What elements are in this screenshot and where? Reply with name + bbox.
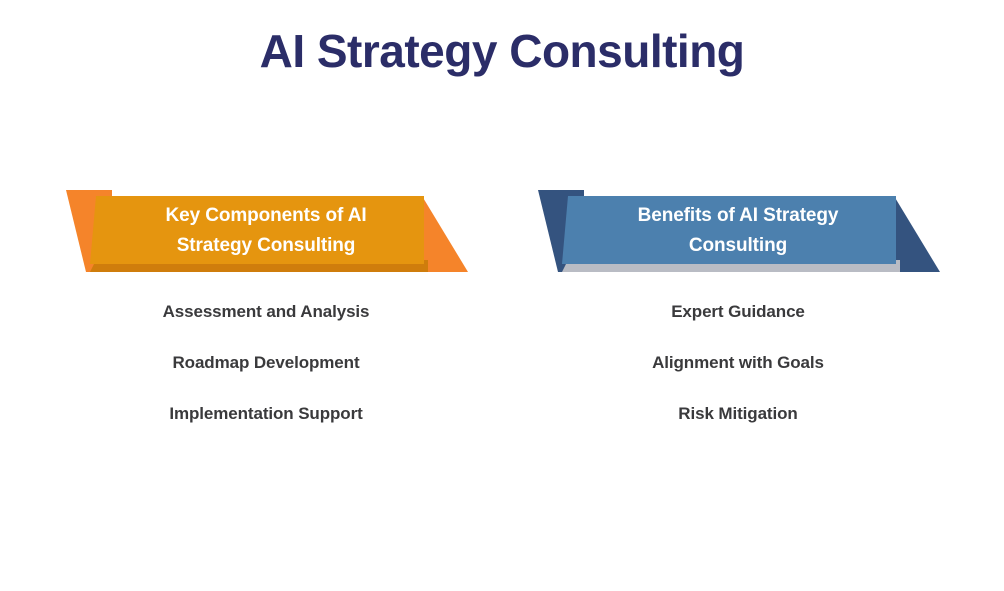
ribbon-body [90, 196, 424, 264]
ribbon-heading-line-1: Key Components of AI [165, 204, 367, 226]
page-title: AI Strategy Consulting [259, 25, 745, 77]
ribbon-banner-key-components: Key Components of AI Strategy Consulting [56, 186, 476, 278]
list-item: Assessment and Analysis [162, 302, 370, 321]
ribbon-shape-orange [66, 190, 468, 272]
ribbon-heading-line-2: Strategy Consulting [176, 235, 356, 256]
column-key-components: Key Components of AI Strategy Consulting… [56, 186, 476, 423]
column-benefits: Benefits of AI Strategy Consulting Exper… [528, 186, 948, 423]
ribbon-banner-benefits: Benefits of AI Strategy Consulting [528, 186, 948, 278]
list-item: Expert Guidance [671, 302, 805, 321]
list-item: Implementation Support [169, 404, 363, 423]
list-item: Roadmap Development [172, 353, 360, 372]
item-list-benefits: Expert Guidance Alignment with Goals Ris… [528, 286, 948, 439]
ribbon-heading-key-components: Key Components of AI Strategy Consulting [102, 198, 430, 264]
ribbon-heading-line-1: Benefits of AI Strategy [637, 204, 839, 226]
list-item: Alignment with Goals [652, 353, 824, 372]
item-list-key-components: Assessment and Analysis Roadmap Developm… [56, 286, 476, 439]
ribbon-heading-benefits: Benefits of AI Strategy Consulting [574, 198, 902, 264]
list-item: Risk Mitigation [678, 404, 798, 423]
ribbon-heading-line-2: Consulting [688, 235, 788, 256]
ribbon-body [562, 196, 896, 264]
ribbon-shape-blue [538, 190, 940, 272]
